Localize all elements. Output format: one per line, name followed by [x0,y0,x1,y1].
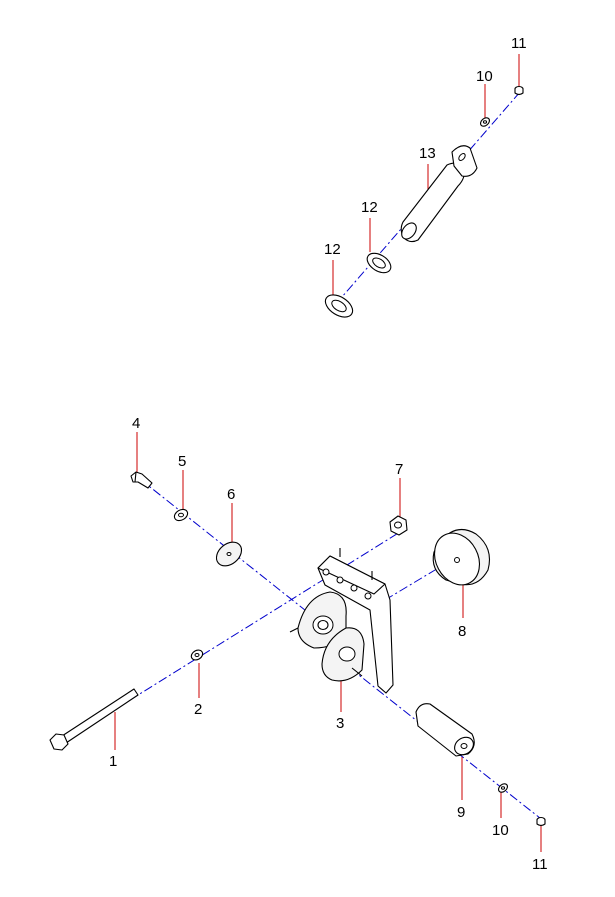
part-6-disc-washer [215,541,243,567]
callout-labels: 11 10 13 12 12 4 5 6 7 8 2 1 3 9 10 11 [109,35,548,873]
part-3-bracket [289,548,394,694]
callout-12-lower: 12 [324,241,341,258]
part-11-screw-top [514,85,524,96]
part-11-screw-bottom [536,816,546,827]
callout-8: 8 [458,623,466,640]
callout-4: 4 [132,415,140,432]
part-1-long-bolt [49,688,139,751]
callout-2: 2 [194,701,202,718]
axis-bolt-1 [129,531,401,701]
callout-10-top: 10 [476,68,493,85]
callout-11-top: 11 [511,35,527,52]
callout-6: 6 [227,486,235,503]
callout-13: 13 [419,145,436,162]
part-7-nut [389,515,408,536]
callout-1: 1 [109,753,117,770]
part-10-washer-bottom [498,783,508,793]
part-13-flanged-sleeve [400,145,478,243]
center-axis-lines [129,91,546,823]
leader-lines [114,54,542,852]
callout-9: 9 [457,804,465,821]
callout-3: 3 [336,715,344,732]
part-12-washer-upper [366,252,392,274]
part-8-large-disc [432,528,491,586]
callout-7: 7 [395,461,403,478]
part-5-washer [173,508,189,522]
callout-11-bottom: 11 [532,856,548,873]
callout-5: 5 [178,453,186,470]
callout-12-upper: 12 [361,199,378,216]
part-10-washer-top [480,117,490,127]
callout-10-bottom: 10 [492,822,509,839]
part-2-washer [190,649,204,661]
part-12-washer-lower [324,294,354,318]
part-9-bushing [415,703,475,757]
part-4-bolt [130,471,153,489]
